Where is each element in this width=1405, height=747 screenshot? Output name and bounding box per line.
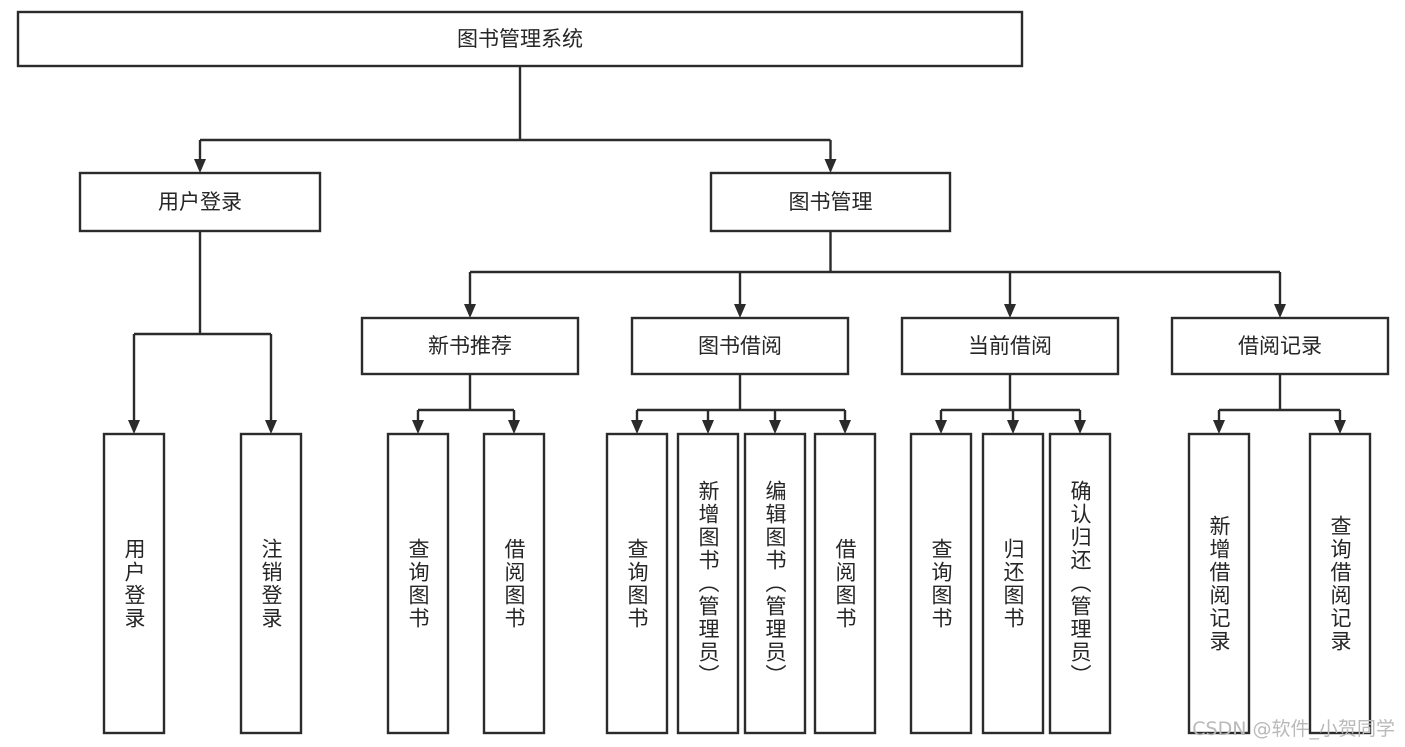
conn-book-manage-to-current-borrow-arrowhead: [1004, 304, 1016, 318]
conn-root-to-user-login-arrowhead: [194, 159, 206, 173]
conn-borrow-record-to-leaf-add-record-arrowhead: [1213, 420, 1225, 434]
node-box-new-book-recommend[interactable]: [360, 316, 580, 376]
node-label-borrow-record: 借阅记录: [1238, 334, 1322, 358]
leaf-box-leaf-add-record[interactable]: [1187, 432, 1251, 735]
leaf-box-leaf-query-record[interactable]: [1308, 432, 1372, 735]
connector-layer: [128, 66, 1346, 434]
node-box-book-manage[interactable]: [709, 171, 952, 233]
conn-root-to-book-manage-arrowhead: [824, 159, 837, 173]
node-label-book-borrow: 图书借阅: [698, 334, 782, 358]
conn-current-borrow-to-leaf-query-book-3-arrowhead: [935, 420, 947, 434]
conn-book-borrow-to-leaf-add-book-arrowhead: [702, 420, 714, 434]
node-label-book-manage: 图书管理: [789, 190, 873, 214]
node-label-new-book-recommend: 新书推荐: [428, 334, 512, 358]
node-label-current-borrow: 当前借阅: [968, 334, 1052, 358]
conn-current-borrow-to-leaf-confirm-return-arrowhead: [1074, 420, 1086, 434]
leaf-box-leaf-borrow-book-1[interactable]: [482, 432, 546, 735]
leaf-box-leaf-user-logout[interactable]: [239, 432, 303, 735]
conn-new-book-recommend-to-leaf-borrow-book-1-arrowhead: [508, 420, 520, 434]
leaf-box-leaf-edit-book[interactable]: [743, 432, 807, 735]
node-box-user-login[interactable]: [78, 171, 322, 233]
watermark-text: CSDN @软件_小贺同学: [1192, 718, 1395, 740]
conn-book-borrow-to-leaf-borrow-book-2-arrowhead: [839, 420, 851, 434]
conn-borrow-record-to-leaf-query-record-arrowhead: [1334, 420, 1346, 434]
conn-book-manage-to-book-borrow-arrowhead: [734, 304, 746, 318]
leaf-box-leaf-query-book-2[interactable]: [605, 432, 669, 735]
conn-book-manage-to-borrow-record-arrowhead: [1274, 304, 1286, 318]
leaf-box-leaf-user-login[interactable]: [102, 432, 166, 735]
leaf-box-leaf-confirm-return[interactable]: [1048, 432, 1112, 735]
leaf-box-leaf-add-book[interactable]: [676, 432, 740, 735]
conn-book-borrow-to-leaf-edit-book-arrowhead: [769, 420, 781, 434]
leaf-box-leaf-borrow-book-2[interactable]: [813, 432, 877, 735]
node-label-root: 图书管理系统: [457, 27, 583, 51]
node-box-book-borrow[interactable]: [630, 316, 850, 376]
conn-current-borrow-to-leaf-return-book-arrowhead: [1007, 420, 1019, 434]
leaf-box-leaf-return-book[interactable]: [981, 432, 1045, 735]
node-label-user-login: 用户登录: [158, 190, 242, 214]
conn-user-login-to-leaf-user-logout-arrowhead: [265, 420, 277, 434]
leaf-box-leaf-query-book-3[interactable]: [909, 432, 973, 735]
conn-new-book-recommend-to-leaf-query-book-1-arrowhead: [412, 420, 424, 434]
conn-book-manage-to-new-book-recommend-arrowhead: [464, 304, 476, 318]
node-box-borrow-record[interactable]: [1170, 316, 1390, 376]
conn-user-login-to-leaf-user-login-arrowhead: [128, 420, 140, 434]
leaf-box-leaf-query-book-1[interactable]: [386, 432, 450, 735]
conn-book-borrow-to-leaf-query-book-2-arrowhead: [631, 420, 643, 434]
node-box-root[interactable]: [16, 10, 1024, 68]
node-box-current-borrow[interactable]: [900, 316, 1120, 376]
